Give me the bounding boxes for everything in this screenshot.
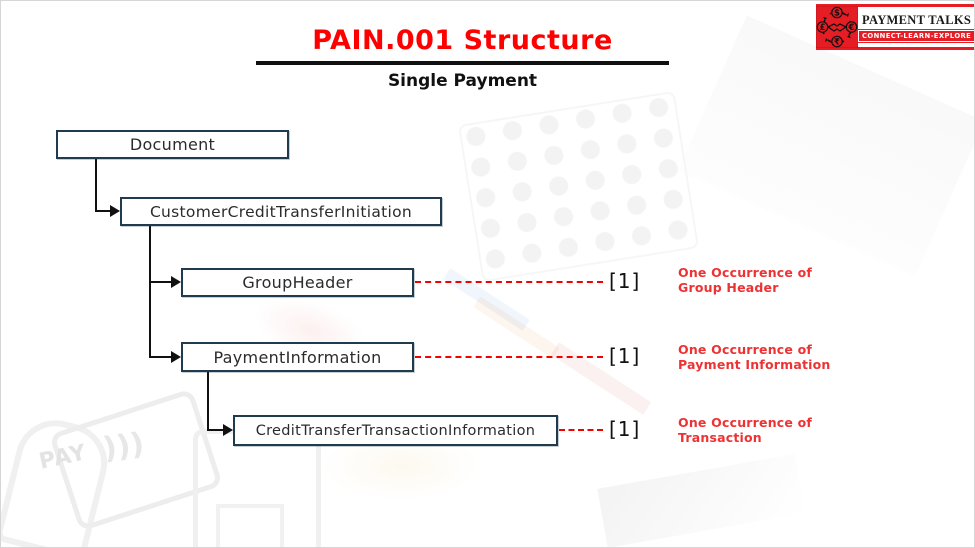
node-payment-information: PaymentInformation (181, 342, 414, 372)
pos-terminal-screen (216, 504, 284, 547)
node-customer-credit-transfer-initiation: CustomerCreditTransferInitiation (120, 197, 442, 226)
arrowhead-ccti (110, 205, 120, 217)
brand-name: PAYMENT TALKS (862, 12, 972, 27)
connector-document-down (95, 158, 97, 212)
pos-terminal-watermark (193, 429, 321, 547)
dashed-line-paymentinfo (415, 356, 603, 358)
euro-icon: € (848, 23, 855, 33)
connector-to-paymentinfo (149, 356, 171, 358)
annotation-ctti: One Occurrence of Transaction (678, 415, 812, 445)
connector-paymentinfo-down (207, 372, 209, 431)
connector-to-ccti (95, 210, 110, 212)
occurrence-paymentinfo: [1] (609, 344, 641, 368)
arrowhead-ctti (223, 424, 233, 436)
arrowhead-paymentinfo (171, 351, 181, 363)
occurrence-groupheader: [1] (609, 269, 641, 293)
rupee-icon: ₹ (834, 38, 840, 48)
logo-text-panel: PAYMENT TALKS CONNECT-LEARN-EXPLORE (858, 7, 974, 47)
decor-bar-orange (473, 296, 560, 359)
dollar-icon: $ (834, 9, 840, 19)
title-underline (256, 61, 669, 65)
annotation-line: Group Header (678, 280, 779, 295)
calculator-keypad-watermark (457, 90, 700, 283)
connector-ccti-trunk (149, 226, 151, 357)
connector-to-ctti (207, 429, 223, 431)
decor-shape-gray (597, 454, 805, 547)
annotation-line: One Occurrence of (678, 342, 813, 357)
node-group-header: GroupHeader (181, 268, 414, 297)
pay-watermark-label: PAY (36, 440, 90, 475)
dashed-line-groupheader (415, 281, 603, 283)
page-subtitle: Single Payment (387, 71, 538, 91)
page-title: PAIN.001 Structure (312, 25, 613, 56)
hand-watermark (1, 411, 116, 547)
payment-card-watermark (48, 388, 224, 532)
annotation-paymentinfo: One Occurrence of Payment Information (678, 342, 831, 372)
contactless-waves-icon: ))) (100, 426, 147, 467)
dashed-line-ctti (559, 429, 603, 431)
decor-bar-blue (443, 268, 530, 331)
background-photo-watermark (677, 15, 974, 277)
annotation-line: One Occurrence of (678, 415, 813, 430)
node-document: Document (56, 130, 289, 159)
connector-to-groupheader (149, 281, 171, 283)
payment-talks-logo: $ € ₹ £ PAYMENT TALKS CONNECT-LEARN-EXPL… (816, 4, 974, 50)
annotation-groupheader: One Occurrence of Group Header (678, 265, 812, 295)
annotation-line: Transaction (678, 430, 762, 445)
node-credit-transfer-transaction-information: CreditTransferTransactionInformation (233, 415, 558, 446)
currency-cycle-icon: $ € ₹ £ (816, 4, 858, 50)
arrowhead-groupheader (171, 276, 181, 288)
brand-tagline-badge: CONNECT-LEARN-EXPLORE (858, 29, 974, 42)
pound-icon: £ (820, 23, 826, 33)
annotation-line: One Occurrence of (678, 265, 813, 280)
occurrence-ctti: [1] (609, 417, 641, 441)
annotation-line: Payment Information (678, 357, 831, 372)
